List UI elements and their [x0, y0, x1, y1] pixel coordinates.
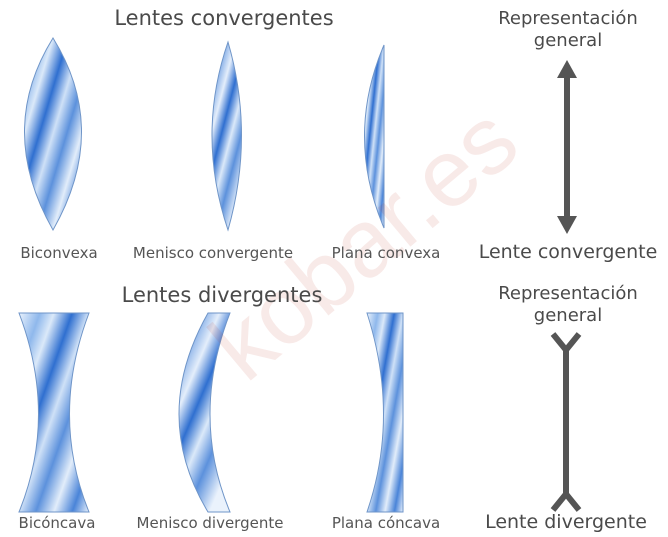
- plano-concave-lens: [366, 312, 404, 513]
- biconcave-lens: [18, 312, 90, 513]
- divergent-arrow-icon: [550, 332, 582, 512]
- biconvex-lens: [24, 37, 82, 232]
- divergent-rep-line2: general: [533, 305, 603, 326]
- label-divergent-lens: Lente divergente: [485, 511, 647, 533]
- label-biconvex: Biconvexa: [20, 244, 98, 262]
- convergent-title: Lentes convergentes: [114, 6, 334, 30]
- convergent-rep-line2: general: [533, 30, 603, 51]
- divergent-representation-heading: Representación general: [498, 283, 638, 327]
- convergent-arrow-icon: [557, 60, 577, 234]
- plano-convex-lens: [364, 44, 385, 229]
- label-biconcave: Bicóncava: [18, 514, 96, 532]
- convergent-representation-heading: Representación general: [498, 8, 638, 52]
- meniscus-divergent-lens: [178, 312, 231, 513]
- meniscus-convergent-lens: [211, 40, 242, 232]
- divergent-rep-line1: Representación: [498, 283, 638, 304]
- label-plano-concave: Plana cóncava: [331, 514, 441, 532]
- label-convergent-lens: Lente convergente: [478, 241, 658, 263]
- divergent-title: Lentes divergentes: [121, 283, 323, 307]
- label-plano-convex: Plana convexa: [331, 244, 441, 262]
- convergent-rep-line1: Representación: [498, 8, 638, 29]
- label-meniscus-convergent: Menisco convergente: [132, 244, 294, 262]
- label-meniscus-divergent: Menisco divergente: [136, 514, 284, 532]
